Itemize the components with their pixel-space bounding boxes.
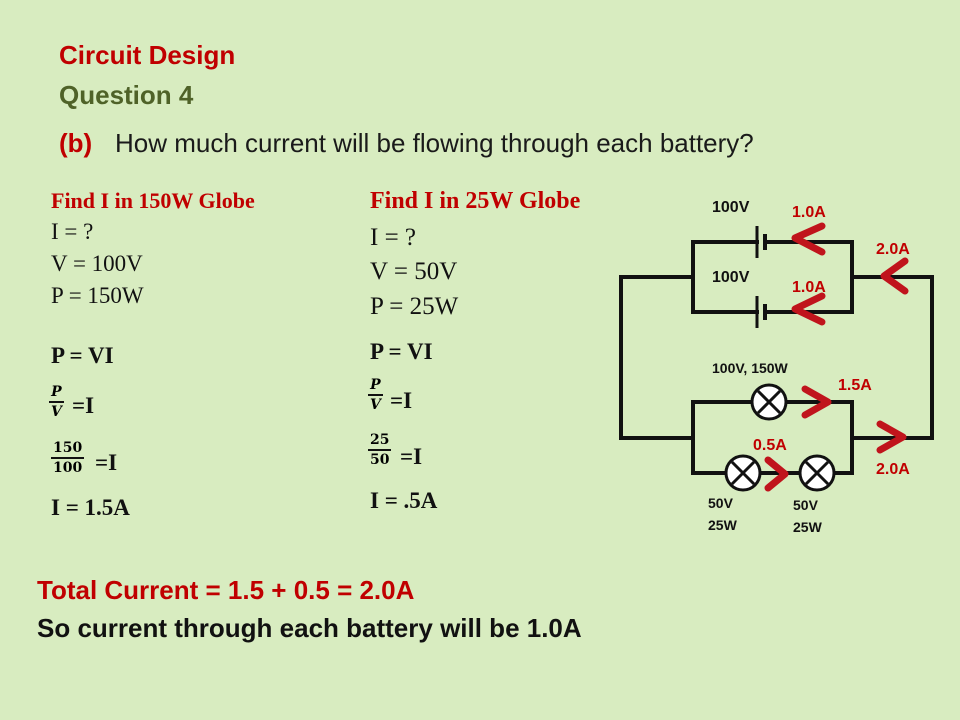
left-calc-fraction-values-rhs: =I bbox=[95, 450, 118, 475]
right-calc-v-line: V = 50V bbox=[370, 258, 458, 285]
right-calc-fraction-pv-rhs: =I bbox=[390, 388, 413, 413]
arrow-battery-top bbox=[791, 222, 826, 256]
arrow-globe-150 bbox=[801, 385, 832, 419]
fraction-numerator: 150 bbox=[51, 440, 85, 459]
right-calc-fraction-pv: P V bbox=[368, 377, 383, 414]
globe-150-label: 100V, 150W bbox=[712, 360, 788, 376]
arrow-battery-bottom bbox=[791, 292, 826, 326]
globe-150w bbox=[750, 383, 788, 421]
fraction-denominator: 100 bbox=[53, 459, 83, 476]
right-calc-fraction-values-rhs: =I bbox=[400, 444, 423, 469]
main-current-top: 2.0A bbox=[876, 241, 910, 258]
fraction-denominator: V bbox=[51, 403, 62, 420]
fraction-numerator: P bbox=[49, 384, 64, 403]
fraction-denominator: V bbox=[370, 396, 381, 413]
right-calc-i-line: I = ? bbox=[370, 224, 417, 251]
right-calc-fraction-values: 25 50 bbox=[368, 432, 392, 469]
globe-25w-b bbox=[798, 454, 836, 492]
right-calc-heading: Find I in 25W Globe bbox=[370, 188, 581, 214]
battery-bottom-current: 1.0A bbox=[792, 279, 826, 296]
arrow-main-top bbox=[880, 257, 909, 295]
battery-branch-wires bbox=[691, 240, 854, 314]
slide-title: Circuit Design bbox=[59, 40, 236, 70]
fraction-numerator: P bbox=[368, 377, 383, 396]
left-calc-v-line: V = 100V bbox=[51, 251, 143, 276]
question-number: Question 4 bbox=[59, 80, 194, 110]
globe-25a-power: 25W bbox=[708, 517, 737, 533]
arrow-main-bottom bbox=[876, 420, 907, 454]
battery-bottom bbox=[755, 296, 767, 328]
outer-wire-loop bbox=[619, 275, 695, 440]
part-label: (b) bbox=[59, 128, 93, 158]
part-question-text: How much current will be flowing through… bbox=[115, 128, 754, 158]
total-current-line: Total Current = 1.5 + 0.5 = 2.0A bbox=[37, 575, 415, 605]
globe-branch-wires bbox=[691, 400, 854, 475]
battery-current-conclusion: So current through each battery will be … bbox=[37, 613, 582, 643]
left-calc-i-line: I = ? bbox=[51, 219, 94, 244]
right-calc-formula: P = VI bbox=[370, 339, 433, 364]
globe-25b-power: 25W bbox=[793, 519, 822, 535]
battery-top-current: 1.0A bbox=[792, 204, 826, 221]
main-current-bottom: 2.0A bbox=[876, 461, 910, 478]
battery-top-voltage: 100V bbox=[712, 199, 750, 216]
left-calc-result: I = 1.5A bbox=[51, 495, 130, 520]
left-calc-fraction-values: 150 100 bbox=[51, 440, 85, 477]
globe-150-current: 1.5A bbox=[838, 377, 872, 394]
left-calc-fraction-pv-rhs: =I bbox=[72, 393, 95, 418]
right-calc-p-line: P = 25W bbox=[370, 293, 459, 320]
circuit-diagram bbox=[619, 222, 934, 492]
battery-top bbox=[755, 226, 767, 258]
left-calc-heading: Find I in 150W Globe bbox=[51, 188, 255, 213]
left-calc-formula: P = VI bbox=[51, 343, 114, 368]
globe-25-current: 0.5A bbox=[753, 437, 787, 454]
globe-25w-a bbox=[724, 454, 762, 492]
left-calc-fraction-pv: P V bbox=[49, 384, 64, 421]
globe-25a-voltage: 50V bbox=[708, 495, 733, 511]
fraction-denominator: 50 bbox=[370, 451, 390, 468]
fraction-numerator: 25 bbox=[368, 432, 392, 451]
right-calc-result: I = .5A bbox=[370, 488, 438, 513]
arrow-globe-25 bbox=[764, 456, 789, 492]
left-calc-p-line: P = 150W bbox=[51, 283, 144, 308]
right-outer-wire bbox=[850, 275, 934, 440]
battery-bottom-voltage: 100V bbox=[712, 269, 750, 286]
globe-25b-voltage: 50V bbox=[793, 497, 818, 513]
